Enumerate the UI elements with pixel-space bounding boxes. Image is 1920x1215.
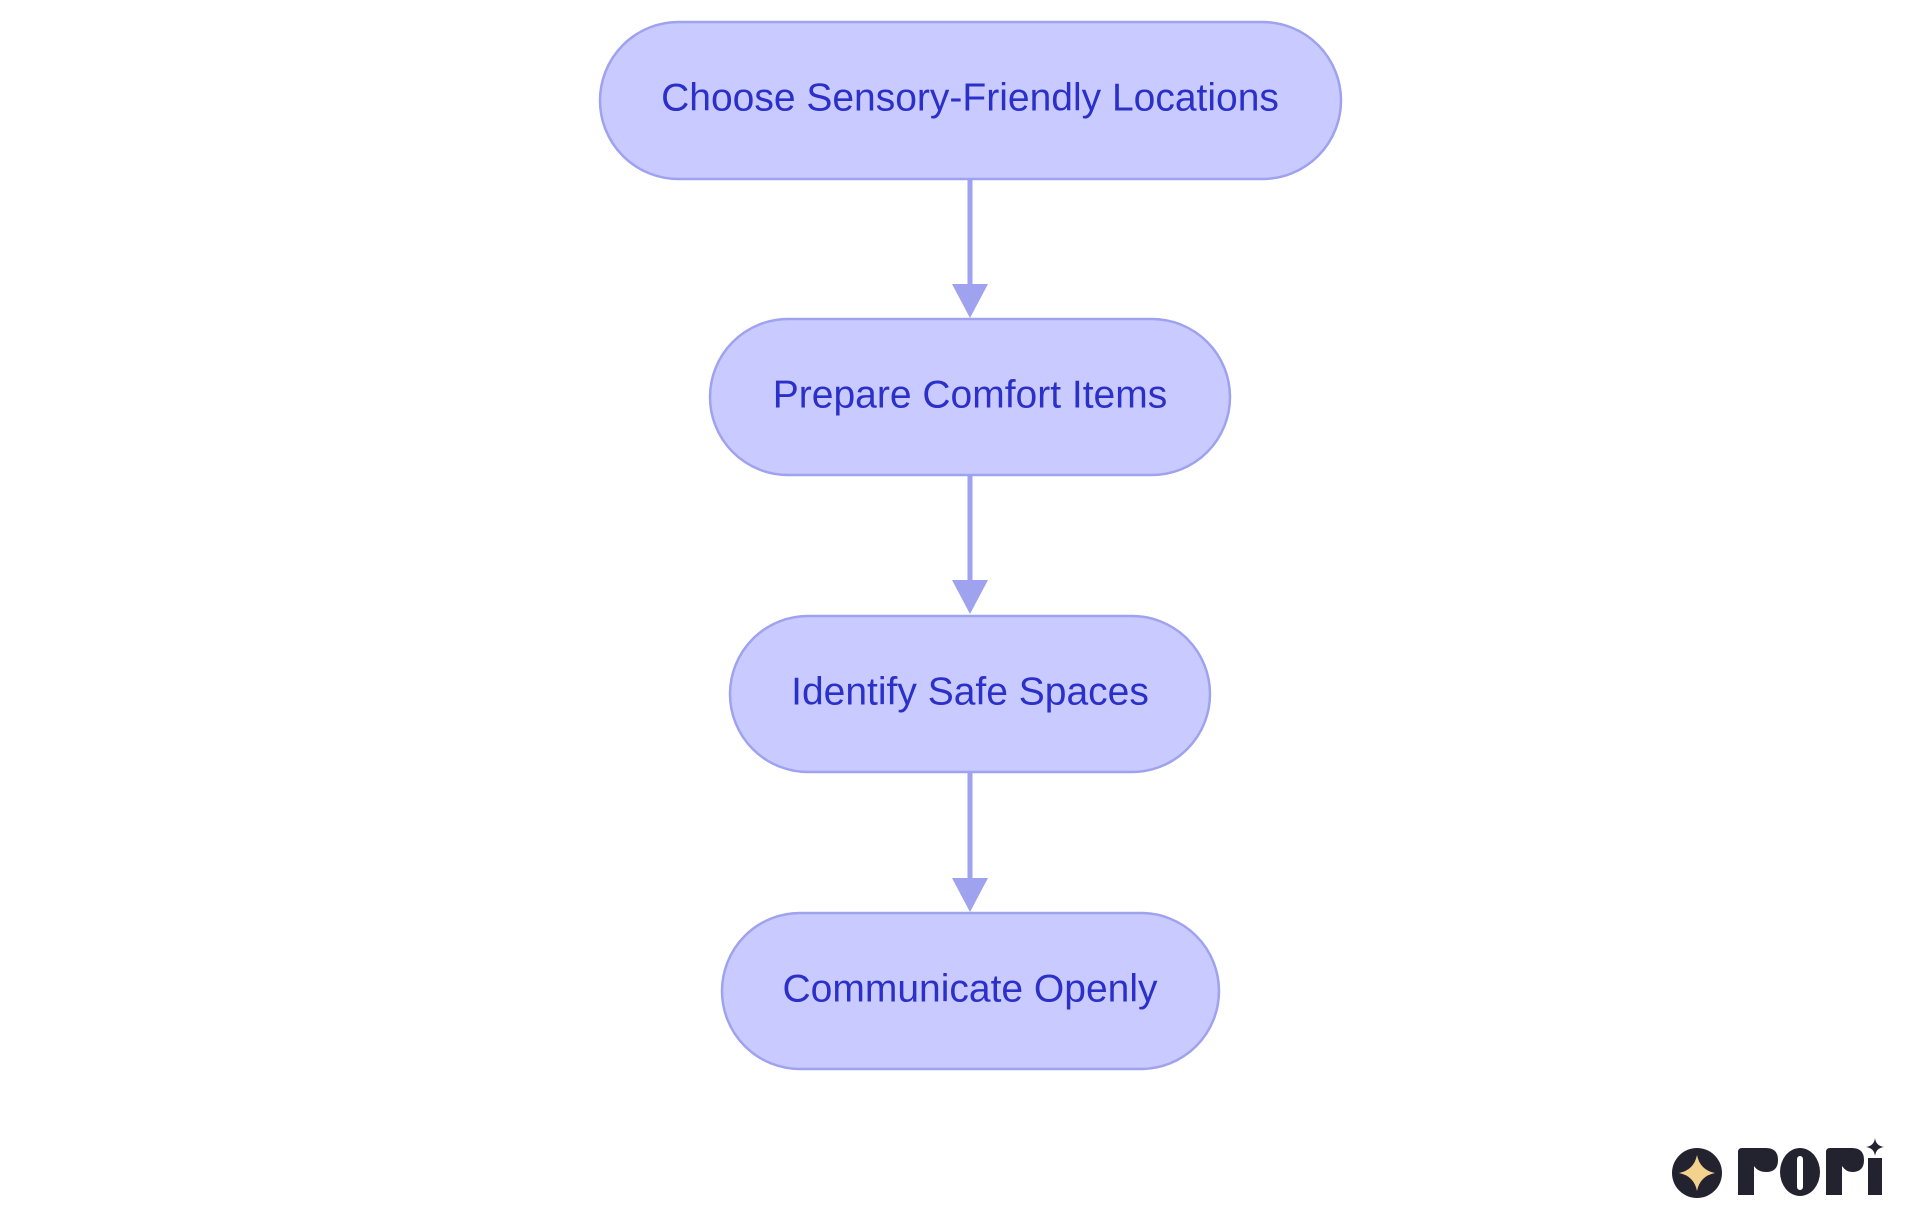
flow-node-3[interactable]: Identify Safe Spaces [728,614,1212,774]
flow-node-2[interactable]: Prepare Comfort Items [708,317,1232,477]
node-label: Communicate Openly [783,967,1158,1010]
flow-node-4[interactable]: Communicate Openly [720,911,1221,1071]
edge-n1-n2 [952,180,988,318]
arrowhead-icon [952,580,988,614]
arrowhead-icon [952,878,988,912]
edge-n3-n4 [952,773,988,912]
flow-node-1[interactable]: Choose Sensory-Friendly Locations [598,20,1343,181]
rori-logo [1672,1138,1884,1198]
edge-n2-n3 [952,476,988,614]
node-label: Prepare Comfort Items [773,373,1167,416]
sparkle-icon [1672,1148,1722,1198]
arrowhead-icon [952,284,988,318]
edges [952,180,988,912]
logo-wordmark [1738,1138,1884,1196]
node-label: Choose Sensory-Friendly Locations [661,76,1279,119]
node-label: Identify Safe Spaces [791,670,1149,713]
